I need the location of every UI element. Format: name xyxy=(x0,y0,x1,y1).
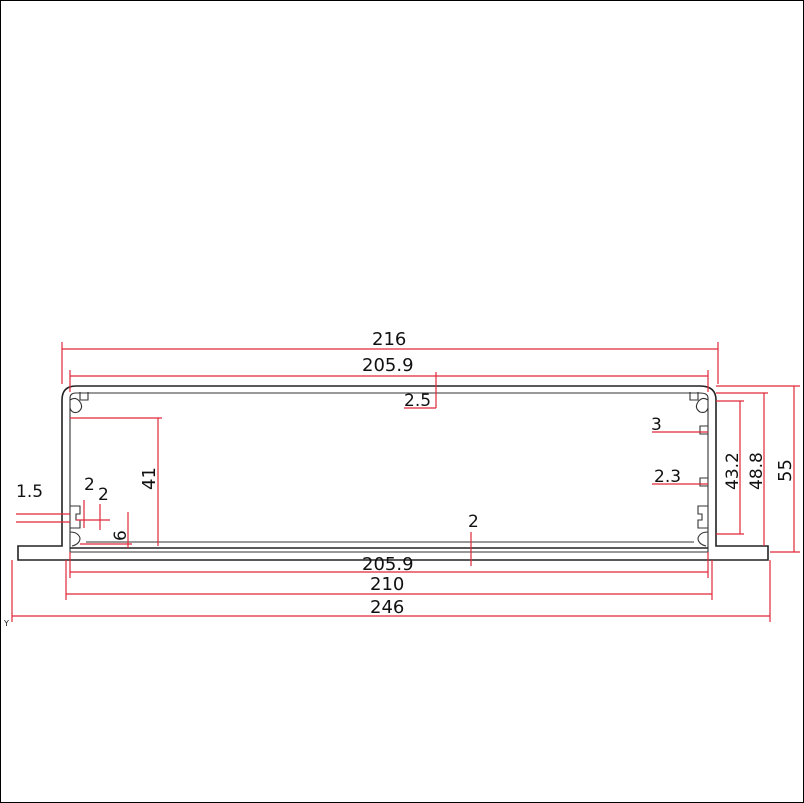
dim-rib-a: 2 xyxy=(84,475,95,495)
dim-slot-gap: 3 xyxy=(651,415,662,435)
dim-base-width: 210 xyxy=(370,574,404,595)
dim-inner-height: 43.2 xyxy=(723,452,743,490)
dim-overall-height: 55 xyxy=(775,459,796,482)
dimension-lines xyxy=(11,342,800,622)
dim-inner-width-top: 205.9 xyxy=(362,355,414,376)
dim-outer-height-inner: 48.8 xyxy=(747,452,767,490)
dim-inner-width-bottom: 205.9 xyxy=(362,554,414,575)
dim-foot-height: 6 xyxy=(111,530,131,541)
dim-rib-b: 2 xyxy=(98,485,109,505)
dim-flange-width: 246 xyxy=(370,597,404,618)
dim-flange-thickness: 1.5 xyxy=(16,482,43,502)
dim-top-wall: 2.5 xyxy=(404,391,431,411)
dim-side-wall: 2.3 xyxy=(654,467,681,487)
dim-slot-depth: 41 xyxy=(139,467,160,490)
corner-mark: Y xyxy=(3,619,9,628)
dim-base-wall: 2 xyxy=(468,512,479,532)
enclosure-profile xyxy=(17,385,769,561)
dim-overall-width: 216 xyxy=(372,329,406,350)
